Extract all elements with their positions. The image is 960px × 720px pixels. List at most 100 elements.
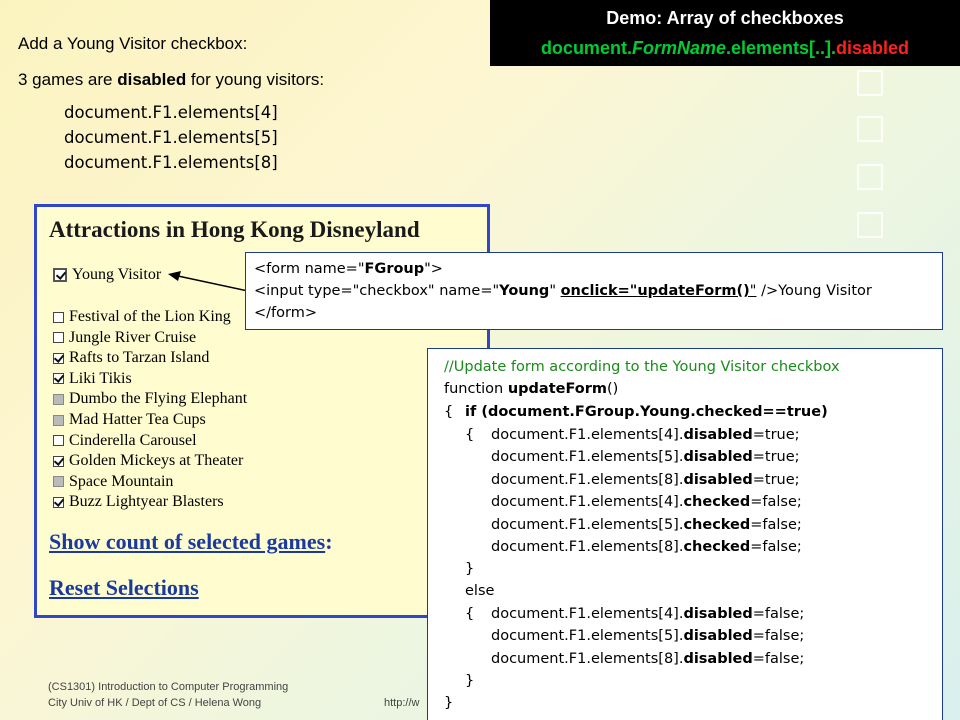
code-line: document.F1.elements[5].checked=false; xyxy=(491,517,802,533)
code-part: checked xyxy=(683,539,751,555)
attraction-checkbox xyxy=(53,414,64,426)
js-code-box: //Update form according to the Young Vis… xyxy=(427,348,943,720)
show-count-link[interactable]: Show count of selected games xyxy=(49,529,326,554)
code-part: =true; xyxy=(752,471,800,488)
show-count-row: Show count of selected games : xyxy=(49,529,333,555)
attraction-label: Mad Hatter Tea Cups xyxy=(69,411,206,428)
code-part: "> xyxy=(424,261,443,277)
code-part: document.F1.elements[4]. xyxy=(491,427,684,443)
attraction-item: Cinderella Carousel xyxy=(53,431,197,451)
code-part: document.F1.elements[8]. xyxy=(491,650,684,667)
form-code-line-1: <form name="FGroup"> xyxy=(254,261,443,277)
code-part: Young xyxy=(499,283,550,299)
code-part: document.F1.elements[5]. xyxy=(491,449,684,466)
code-line: document.F1.elements[5].disabled=false; xyxy=(491,628,804,644)
attraction-label: Festival of the Lion King xyxy=(69,308,231,325)
attraction-checkbox xyxy=(53,393,64,405)
code-part: disabled xyxy=(683,471,753,488)
attraction-item: Space Mountain xyxy=(53,472,173,492)
attraction-label: Golden Mickeys at Theater xyxy=(69,452,244,470)
attraction-label: Dumbo the Flying Elephant xyxy=(69,390,248,408)
code-part: document.F1.elements[5]. xyxy=(491,628,684,645)
code-part: <input type="checkbox" name=" xyxy=(254,283,500,299)
code-part: document.F1.elements[8]. xyxy=(491,539,684,555)
code-part: disabled xyxy=(683,650,753,667)
slide-title-box: Demo: Array of checkboxes document.FormN… xyxy=(490,0,960,66)
subtitle-part: .elements[..]. xyxy=(725,38,837,58)
attraction-checkbox[interactable] xyxy=(53,373,64,385)
intro-code-line: document.F1.elements[8] xyxy=(64,153,278,172)
form-code-line-3: </form> xyxy=(254,305,317,321)
subtitle-part: disabled xyxy=(836,38,910,58)
intro-code-line: document.F1.elements[4] xyxy=(64,103,278,122)
code-line: document.F1.elements[8].checked=false; xyxy=(491,539,802,555)
panel-title: Attractions in Hong Kong Disneyland xyxy=(49,217,420,242)
footer-course: (CS1301) Introduction to Computer Progra… xyxy=(48,681,289,693)
attraction-item: Buzz Lightyear Blasters xyxy=(53,492,224,512)
code-part: />Young Visitor xyxy=(756,283,872,299)
code-line: document.F1.elements[5].disabled=true; xyxy=(491,449,800,465)
code-brace: { xyxy=(465,606,475,622)
code-brace: } xyxy=(465,673,475,689)
decor-square xyxy=(857,212,883,238)
code-brace: } xyxy=(465,561,475,577)
code-part: document.F1.elements[8]. xyxy=(491,471,684,488)
code-part: checked xyxy=(683,516,751,533)
attraction-checkbox[interactable] xyxy=(53,435,64,447)
decor-square xyxy=(857,164,883,190)
attraction-label: Jungle River Cruise xyxy=(69,328,197,346)
form-code-box: <form name="FGroup"> <input type="checkb… xyxy=(245,252,943,330)
attraction-item: Liki Tikis xyxy=(53,369,132,389)
attraction-label: Space Mountain xyxy=(69,472,174,490)
attraction-checkbox[interactable] xyxy=(53,455,64,467)
intro-line-2: 3 games are disabled for young visitors: xyxy=(18,70,324,90)
code-part: =false; xyxy=(752,606,805,622)
code-part: " xyxy=(549,283,561,299)
code-part: document.F1.elements[5]. xyxy=(491,516,684,533)
slide-subtitle: document.FormName.elements[..].disabled xyxy=(490,38,960,59)
code-part: <form name=" xyxy=(254,261,365,277)
slide-title: Demo: Array of checkboxes xyxy=(606,8,844,28)
code-line: document.F1.elements[8].disabled=true; xyxy=(491,472,800,488)
young-visitor-row: Young Visitor xyxy=(53,265,161,285)
code-part: disabled xyxy=(683,606,753,622)
function-declaration: function updateForm() xyxy=(444,381,618,397)
footer-url: http://w xyxy=(384,697,420,709)
attraction-item: Mad Hatter Tea Cups xyxy=(53,410,206,430)
code-part: updateForm() xyxy=(637,283,750,299)
reset-selections-link[interactable]: Reset Selections xyxy=(49,575,199,600)
code-part: () xyxy=(607,381,619,397)
young-visitor-label: Young Visitor xyxy=(72,266,162,283)
intro-part: disabled xyxy=(117,70,187,89)
code-line: document.F1.elements[4].checked=false; xyxy=(491,494,802,510)
code-part: document.F1.elements[4]. xyxy=(491,606,684,622)
intro-code-line: document.F1.elements[5] xyxy=(64,128,278,147)
code-comment: //Update form according to the Young Vis… xyxy=(444,359,840,375)
code-line: document.F1.elements[4].disabled=false; xyxy=(491,606,804,622)
attraction-checkbox[interactable] xyxy=(53,332,64,344)
code-part: disabled xyxy=(683,449,753,466)
attraction-item: Golden Mickeys at Theater xyxy=(53,451,243,471)
attraction-item: Jungle River Cruise xyxy=(53,328,196,348)
else-keyword: else xyxy=(465,583,495,599)
code-part: =true; xyxy=(752,427,800,443)
code-part: document.F1.elements[4]. xyxy=(491,494,684,511)
attraction-label: Liki Tikis xyxy=(69,369,132,387)
young-visitor-checkbox[interactable] xyxy=(53,268,67,282)
attraction-checkbox[interactable] xyxy=(53,352,64,364)
subtitle-part: document. xyxy=(540,38,632,58)
intro-part: for young visitors: xyxy=(186,70,325,89)
code-part: updateForm xyxy=(507,381,608,397)
attraction-item: Festival of the Lion King xyxy=(53,307,231,327)
code-part: =true; xyxy=(752,449,800,466)
form-code-line-2: <input type="checkbox" name="Young" oncl… xyxy=(254,283,872,299)
code-part: =false; xyxy=(750,516,802,533)
attraction-checkbox[interactable] xyxy=(53,496,64,508)
code-brace: { xyxy=(444,404,454,420)
code-line: document.F1.elements[8].disabled=false; xyxy=(491,651,804,667)
code-part: =false; xyxy=(752,650,805,667)
code-part: FGroup xyxy=(364,261,425,277)
attraction-checkbox[interactable] xyxy=(53,311,64,323)
code-brace: { xyxy=(465,427,475,443)
code-part: =false; xyxy=(750,494,802,511)
